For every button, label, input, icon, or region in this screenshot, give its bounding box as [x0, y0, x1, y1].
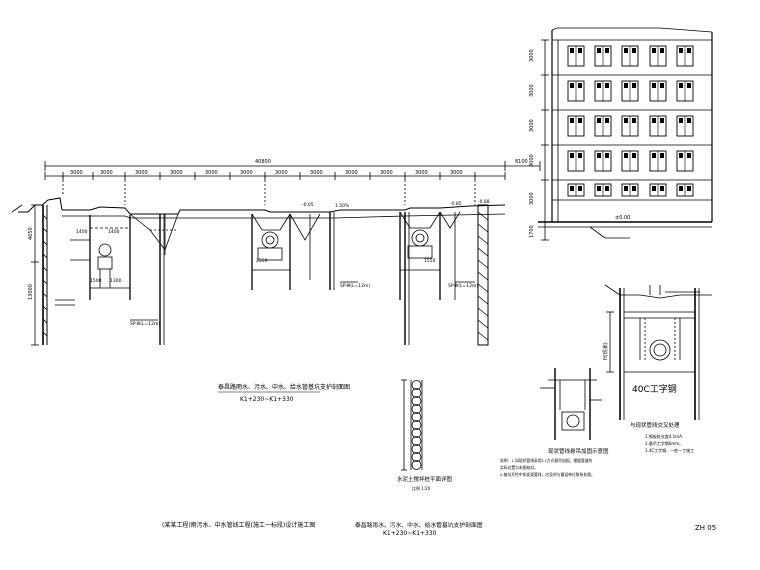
pipe-suspension-detail	[540, 368, 602, 440]
grade-label-4: -0.88	[478, 199, 490, 205]
base-label: ±0.00	[615, 215, 630, 221]
seg-10: 3000	[380, 170, 393, 176]
sheet-subtitle: K1+230~K1+330	[383, 530, 437, 537]
floor-height-3: 3000	[529, 119, 535, 132]
building-window	[567, 80, 585, 102]
project-title: (某某工程)雨污水、中水管线工程(施工一标段)设计施工图	[162, 521, 315, 529]
trench-dim-6: 1300	[110, 278, 122, 284]
main-section-title: 泰昌路雨水、污水、中水、给水管基坑支护剖面图	[218, 383, 350, 391]
building-window	[594, 150, 612, 172]
building-window	[649, 150, 667, 172]
trench-dim-3: 2550	[256, 258, 268, 264]
seg-3: 3000	[135, 170, 148, 176]
crossing-detail	[604, 284, 712, 420]
main-section	[11, 161, 541, 346]
crossing-title: 与现状管线交叉处理	[630, 421, 680, 429]
grade-label-1: -0.05	[302, 202, 314, 208]
seg-8: 3000	[310, 170, 323, 176]
seg-9: 3000	[345, 170, 358, 176]
sheet-title: 泰昌路雨水、污水、中水、给水管基坑支护剖面图	[355, 521, 483, 529]
building-window	[676, 45, 694, 67]
building-gap: 8100	[515, 159, 528, 165]
building-window	[676, 150, 694, 172]
pile-label-1: SP-Ⅲ(L=12m)	[130, 321, 160, 327]
building-window	[621, 80, 639, 102]
building-window	[567, 115, 585, 137]
main-section-subtitle: K1+230~K1+330	[240, 396, 294, 403]
seg-11: 3000	[415, 170, 428, 176]
building-window	[676, 115, 694, 137]
building-window	[621, 45, 639, 67]
upper-height: 4650	[28, 227, 34, 240]
seg-7: 3000	[275, 170, 288, 176]
building-window	[594, 80, 612, 102]
retaining-wall-hatch	[477, 211, 489, 341]
building-window	[621, 115, 639, 137]
building-window	[594, 183, 612, 197]
floor-height-2: 3000	[529, 84, 535, 97]
building-window	[594, 45, 612, 67]
crossing-label: 40C工字钢	[632, 383, 677, 395]
overall-width: 40800	[255, 159, 271, 165]
foundation-depth: 1700	[529, 225, 535, 238]
seg-1: 3000	[70, 170, 83, 176]
grade-label-3: -0.85	[450, 201, 462, 207]
crossing-note-3: 3.4C工字钢、一桩一丁施工	[645, 447, 694, 453]
trench-dim-1: 1400	[76, 229, 88, 235]
building-window	[649, 115, 667, 137]
pile-label-3: SP-Ⅲ(L=12m)	[448, 283, 478, 289]
seg-6: 3000	[240, 170, 253, 176]
pipe-note-1: 说明：1.如现状管线采用ℓ.1方式悬吊加固，根据管道的	[500, 458, 593, 463]
floor-height-5: 3000	[529, 192, 535, 205]
mixing-pile-detail	[401, 379, 423, 471]
mixing-pile-title: 水泥土搅拌桩平面详图	[397, 475, 453, 483]
crossing-note-1: 1.钢板桩长度4.1mA.	[645, 433, 683, 439]
floor-height-4: 3000	[529, 154, 535, 167]
building-elevation	[538, 27, 713, 241]
building-window	[676, 183, 694, 197]
seg-5: 3000	[205, 170, 218, 176]
building-window	[676, 80, 694, 102]
floor-height-1: 3000	[529, 49, 535, 62]
grade-label-2: 1.50%	[335, 203, 350, 209]
mixing-pile-scale: 比例 1:20	[412, 485, 431, 491]
building-window	[649, 183, 667, 197]
building-window	[594, 115, 612, 137]
seg-12: 3000	[450, 170, 463, 176]
building-window	[649, 80, 667, 102]
seg-2: 3000	[100, 170, 113, 176]
pipe-note-2: 实际位置与本图核对。	[500, 465, 538, 470]
seg-4: 3000	[170, 170, 183, 176]
pile-label-2: SP-Ⅲ(L=12m)	[340, 283, 370, 289]
building-window	[649, 45, 667, 67]
building-window	[621, 150, 639, 172]
building-window	[567, 45, 585, 67]
trench-dim-4: 1550	[424, 258, 436, 264]
left-height: 13000	[28, 284, 34, 300]
building-window	[567, 150, 585, 172]
trench-dim-5: 1500	[90, 278, 102, 284]
crossing-note-2: 2.悬吊工字钢6mm。	[645, 440, 683, 446]
building-window	[621, 183, 639, 197]
crossing-side-label: H(现状)	[602, 342, 609, 360]
pile-hatch-left	[42, 214, 48, 337]
trench-dim-2: 1400	[108, 229, 120, 235]
sheet-number: ZH 05	[695, 524, 716, 532]
pipe-note-3: 2.基坑开挖中如发现管线，应及时与建设单位联系处理。	[500, 472, 595, 477]
pipe-detail-title: 现状管线悬吊加固示意图	[548, 447, 609, 455]
building-window	[567, 183, 585, 197]
